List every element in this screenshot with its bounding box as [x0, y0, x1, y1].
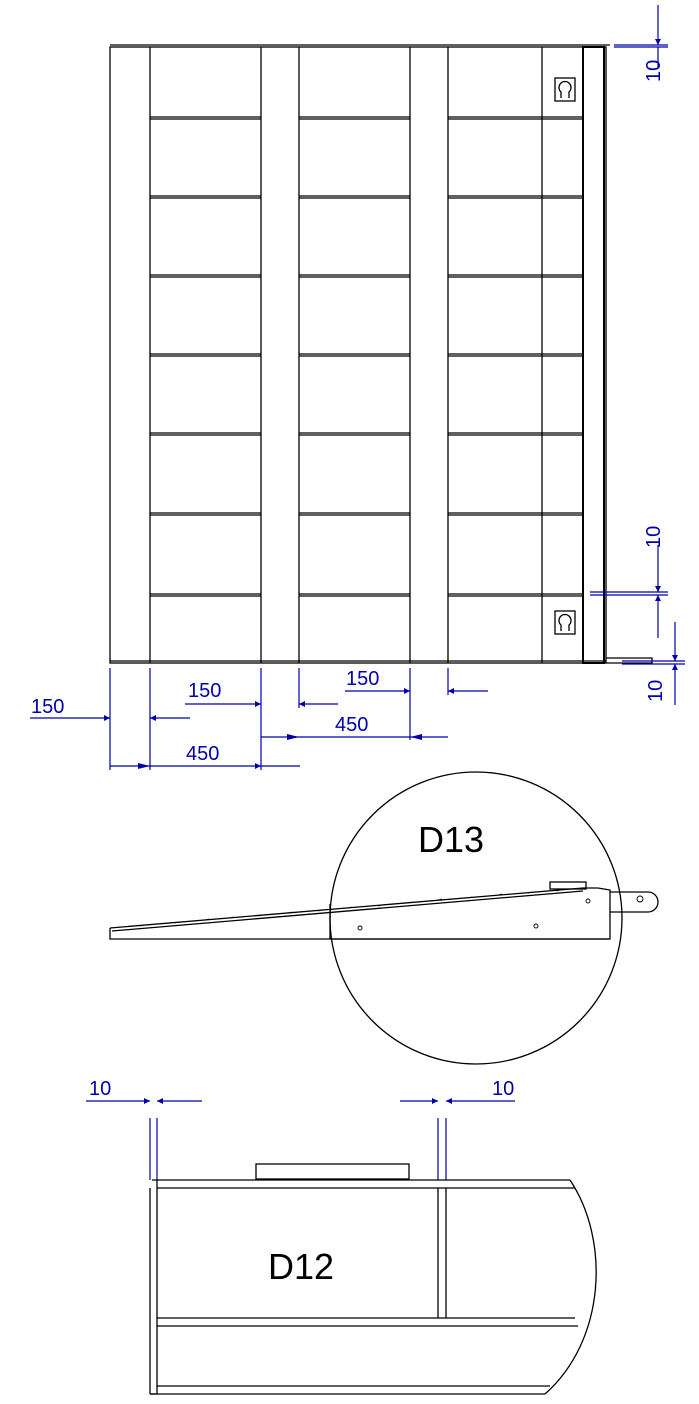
dim-mid-right: 10 — [590, 526, 668, 638]
dim-center-150: 150 — [185, 680, 338, 707]
dim-mid-right-text: 10 — [643, 526, 665, 548]
ramp-top-plate — [111, 890, 584, 932]
ramp-handle-block — [549, 881, 587, 890]
dim-right-150: 150 — [345, 668, 488, 694]
detail-view-d12: 10 10 D12 — [86, 1078, 597, 1395]
dim-bottom-right: 10 — [622, 622, 685, 705]
side-hole-3 — [585, 898, 591, 904]
ramp-tab — [610, 891, 659, 913]
dim-left-450-text: 450 — [186, 743, 219, 765]
detail-circle-d13 — [329, 771, 623, 1065]
dim-bottom-right-text: 10 — [645, 680, 667, 702]
detail-handle — [255, 1163, 410, 1180]
plan-right-bar — [582, 46, 605, 664]
detail-break-curve — [544, 1179, 597, 1395]
plan-outer-frame — [109, 46, 607, 664]
ramp-slat-ticks — [139, 889, 561, 927]
detail-left-frame — [149, 1180, 158, 1395]
tab-hole — [636, 895, 644, 903]
detail-label-d12: D12 — [268, 1246, 334, 1287]
dim-left-450: 450 — [110, 743, 300, 769]
dim-left-150: 150 — [30, 696, 190, 721]
plan-dimensions: 10 10 10 150 — [30, 5, 685, 770]
side-view: D13 — [109, 771, 659, 1065]
dim-right-150-text: 150 — [346, 668, 379, 690]
dim-top-right: 10 — [614, 5, 668, 82]
side-hole-1 — [357, 925, 363, 931]
side-hole-2 — [533, 923, 539, 929]
dim-center-150-text: 150 — [188, 680, 221, 702]
keyhole-slot-bottom — [554, 610, 576, 635]
detail-label-d13: D13 — [418, 819, 484, 860]
dim-center-450-text: 450 — [335, 714, 368, 736]
keyhole-slot-top — [554, 77, 576, 102]
plan-slats — [150, 116, 583, 597]
dim-top-right-text: 10 — [643, 60, 665, 82]
dim-detail-right: 10 — [400, 1078, 515, 1104]
dim-center-450: 450 — [261, 714, 448, 740]
dim-detail-left: 10 — [86, 1078, 202, 1104]
detail-stiffener — [437, 1188, 447, 1318]
dim-detail-left-text: 10 — [89, 1078, 111, 1100]
dim-left-150-text: 150 — [31, 696, 64, 718]
ramp-body — [109, 887, 611, 940]
dim-detail-right-text: 10 — [492, 1078, 514, 1100]
plan-view — [109, 44, 653, 664]
